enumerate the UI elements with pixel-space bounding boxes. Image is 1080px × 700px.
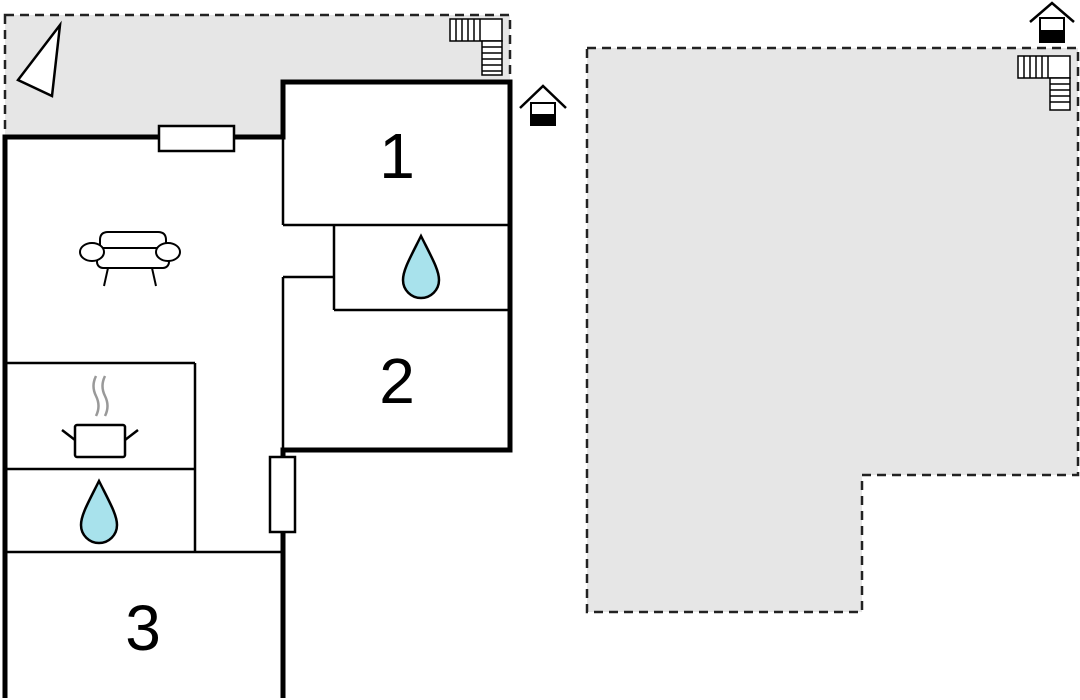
cooking-pot-icon: [92, 375, 109, 417]
window-top: [157, 124, 236, 153]
interior-walls: [5, 137, 510, 554]
sofa-icon: [79, 231, 181, 287]
terrace-right: [585, 46, 1080, 614]
room-label-1: 1: [379, 120, 415, 192]
stairs-icon: [449, 18, 503, 76]
pot-body: [61, 423, 139, 459]
room-label-2: 2: [379, 345, 415, 417]
north-arrow-icon: [16, 20, 62, 98]
exterior-walls: [2, 79, 513, 698]
house-entrance-icon: [1029, 1, 1075, 43]
window-right: [268, 455, 297, 534]
house-entrance-icon: [519, 84, 567, 126]
room-label-3: 3: [125, 592, 161, 664]
water-drop-icon: [79, 478, 119, 545]
water-drop-icon: [401, 233, 441, 300]
apartment-floor: [5, 82, 510, 698]
stairs-icon: [1017, 55, 1071, 111]
